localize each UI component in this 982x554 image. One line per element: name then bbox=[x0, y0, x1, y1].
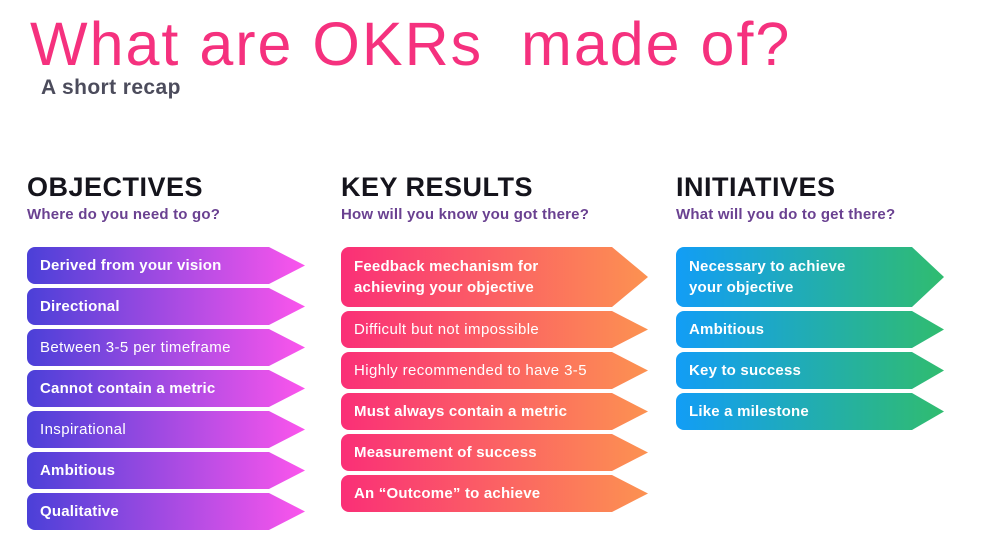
arrow-item: Derived from your vision bbox=[27, 247, 305, 284]
arrow-label: Key to success bbox=[689, 362, 802, 379]
column-objectives: OBJECTIVES Where do you need to go? Derive… bbox=[27, 172, 305, 530]
column-heading-key-results: KEY RESULTS bbox=[341, 172, 534, 202]
arrow-item: Qualitative bbox=[27, 493, 305, 530]
arrow-list-key-results: Feedback mechanism for achieving your ob… bbox=[341, 247, 648, 512]
arrow-label: An “Outcome” to achieve bbox=[354, 485, 541, 502]
arrow-label: Difficult but not impossible bbox=[354, 321, 540, 338]
arrow-label: Directional bbox=[40, 298, 120, 315]
arrow-item: Measurement of success bbox=[341, 434, 648, 471]
arrow-item: Directional bbox=[27, 288, 305, 325]
arrow-item: Cannot contain a metric bbox=[27, 370, 305, 407]
arrow-label: Cannot contain a metric bbox=[40, 380, 216, 397]
arrow-label: Feedback mechanism for achieving your ob… bbox=[354, 258, 539, 296]
column-subheading-objectives: Where do you need to go? bbox=[27, 206, 221, 223]
arrow-item: Necessary to achieve your objective bbox=[676, 247, 944, 307]
page-title: What are OKRs made of? bbox=[30, 10, 792, 78]
arrow-label: Ambitious bbox=[689, 321, 765, 338]
column-subheading-key-results: How will you know you got there? bbox=[341, 206, 590, 223]
column-initiatives: INITIATIVES What will you do to get there… bbox=[676, 172, 944, 430]
arrow-item: Difficult but not impossible bbox=[341, 311, 648, 348]
arrow-label: Derived from your vision bbox=[40, 257, 222, 274]
arrow-label: Must always contain a metric bbox=[354, 403, 568, 420]
arrow-label: Inspirational bbox=[40, 421, 127, 438]
column-key-results: KEY RESULTS How will you know you got the… bbox=[341, 172, 648, 512]
arrow-item: Like a milestone bbox=[676, 393, 944, 430]
arrow-item: Feedback mechanism for achieving your ob… bbox=[341, 247, 648, 307]
arrow-item: Must always contain a metric bbox=[341, 393, 648, 430]
arrow-item: Highly recommended to have 3-5 bbox=[341, 352, 648, 389]
arrow-label: Like a milestone bbox=[689, 403, 809, 420]
column-subheading-initiatives: What will you do to get there? bbox=[676, 206, 896, 223]
arrow-item: Ambitious bbox=[27, 452, 305, 489]
arrow-label: Between 3-5 per timeframe bbox=[40, 339, 231, 356]
column-heading-objectives: OBJECTIVES bbox=[27, 172, 204, 202]
arrow-label: Measurement of success bbox=[354, 444, 537, 461]
page-subtitle: A short recap bbox=[41, 76, 181, 99]
arrow-item: An “Outcome” to achieve bbox=[341, 475, 648, 512]
arrow-item: Inspirational bbox=[27, 411, 305, 448]
arrow-label: Ambitious bbox=[40, 462, 116, 479]
arrow-label: Necessary to achieve your objective bbox=[689, 258, 846, 296]
arrow-item: Key to success bbox=[676, 352, 944, 389]
arrow-item: Ambitious bbox=[676, 311, 944, 348]
arrow-label: Qualitative bbox=[40, 503, 119, 520]
arrow-label: Highly recommended to have 3-5 bbox=[354, 362, 587, 379]
arrow-item: Between 3-5 per timeframe bbox=[27, 329, 305, 366]
column-heading-initiatives: INITIATIVES bbox=[676, 172, 836, 202]
